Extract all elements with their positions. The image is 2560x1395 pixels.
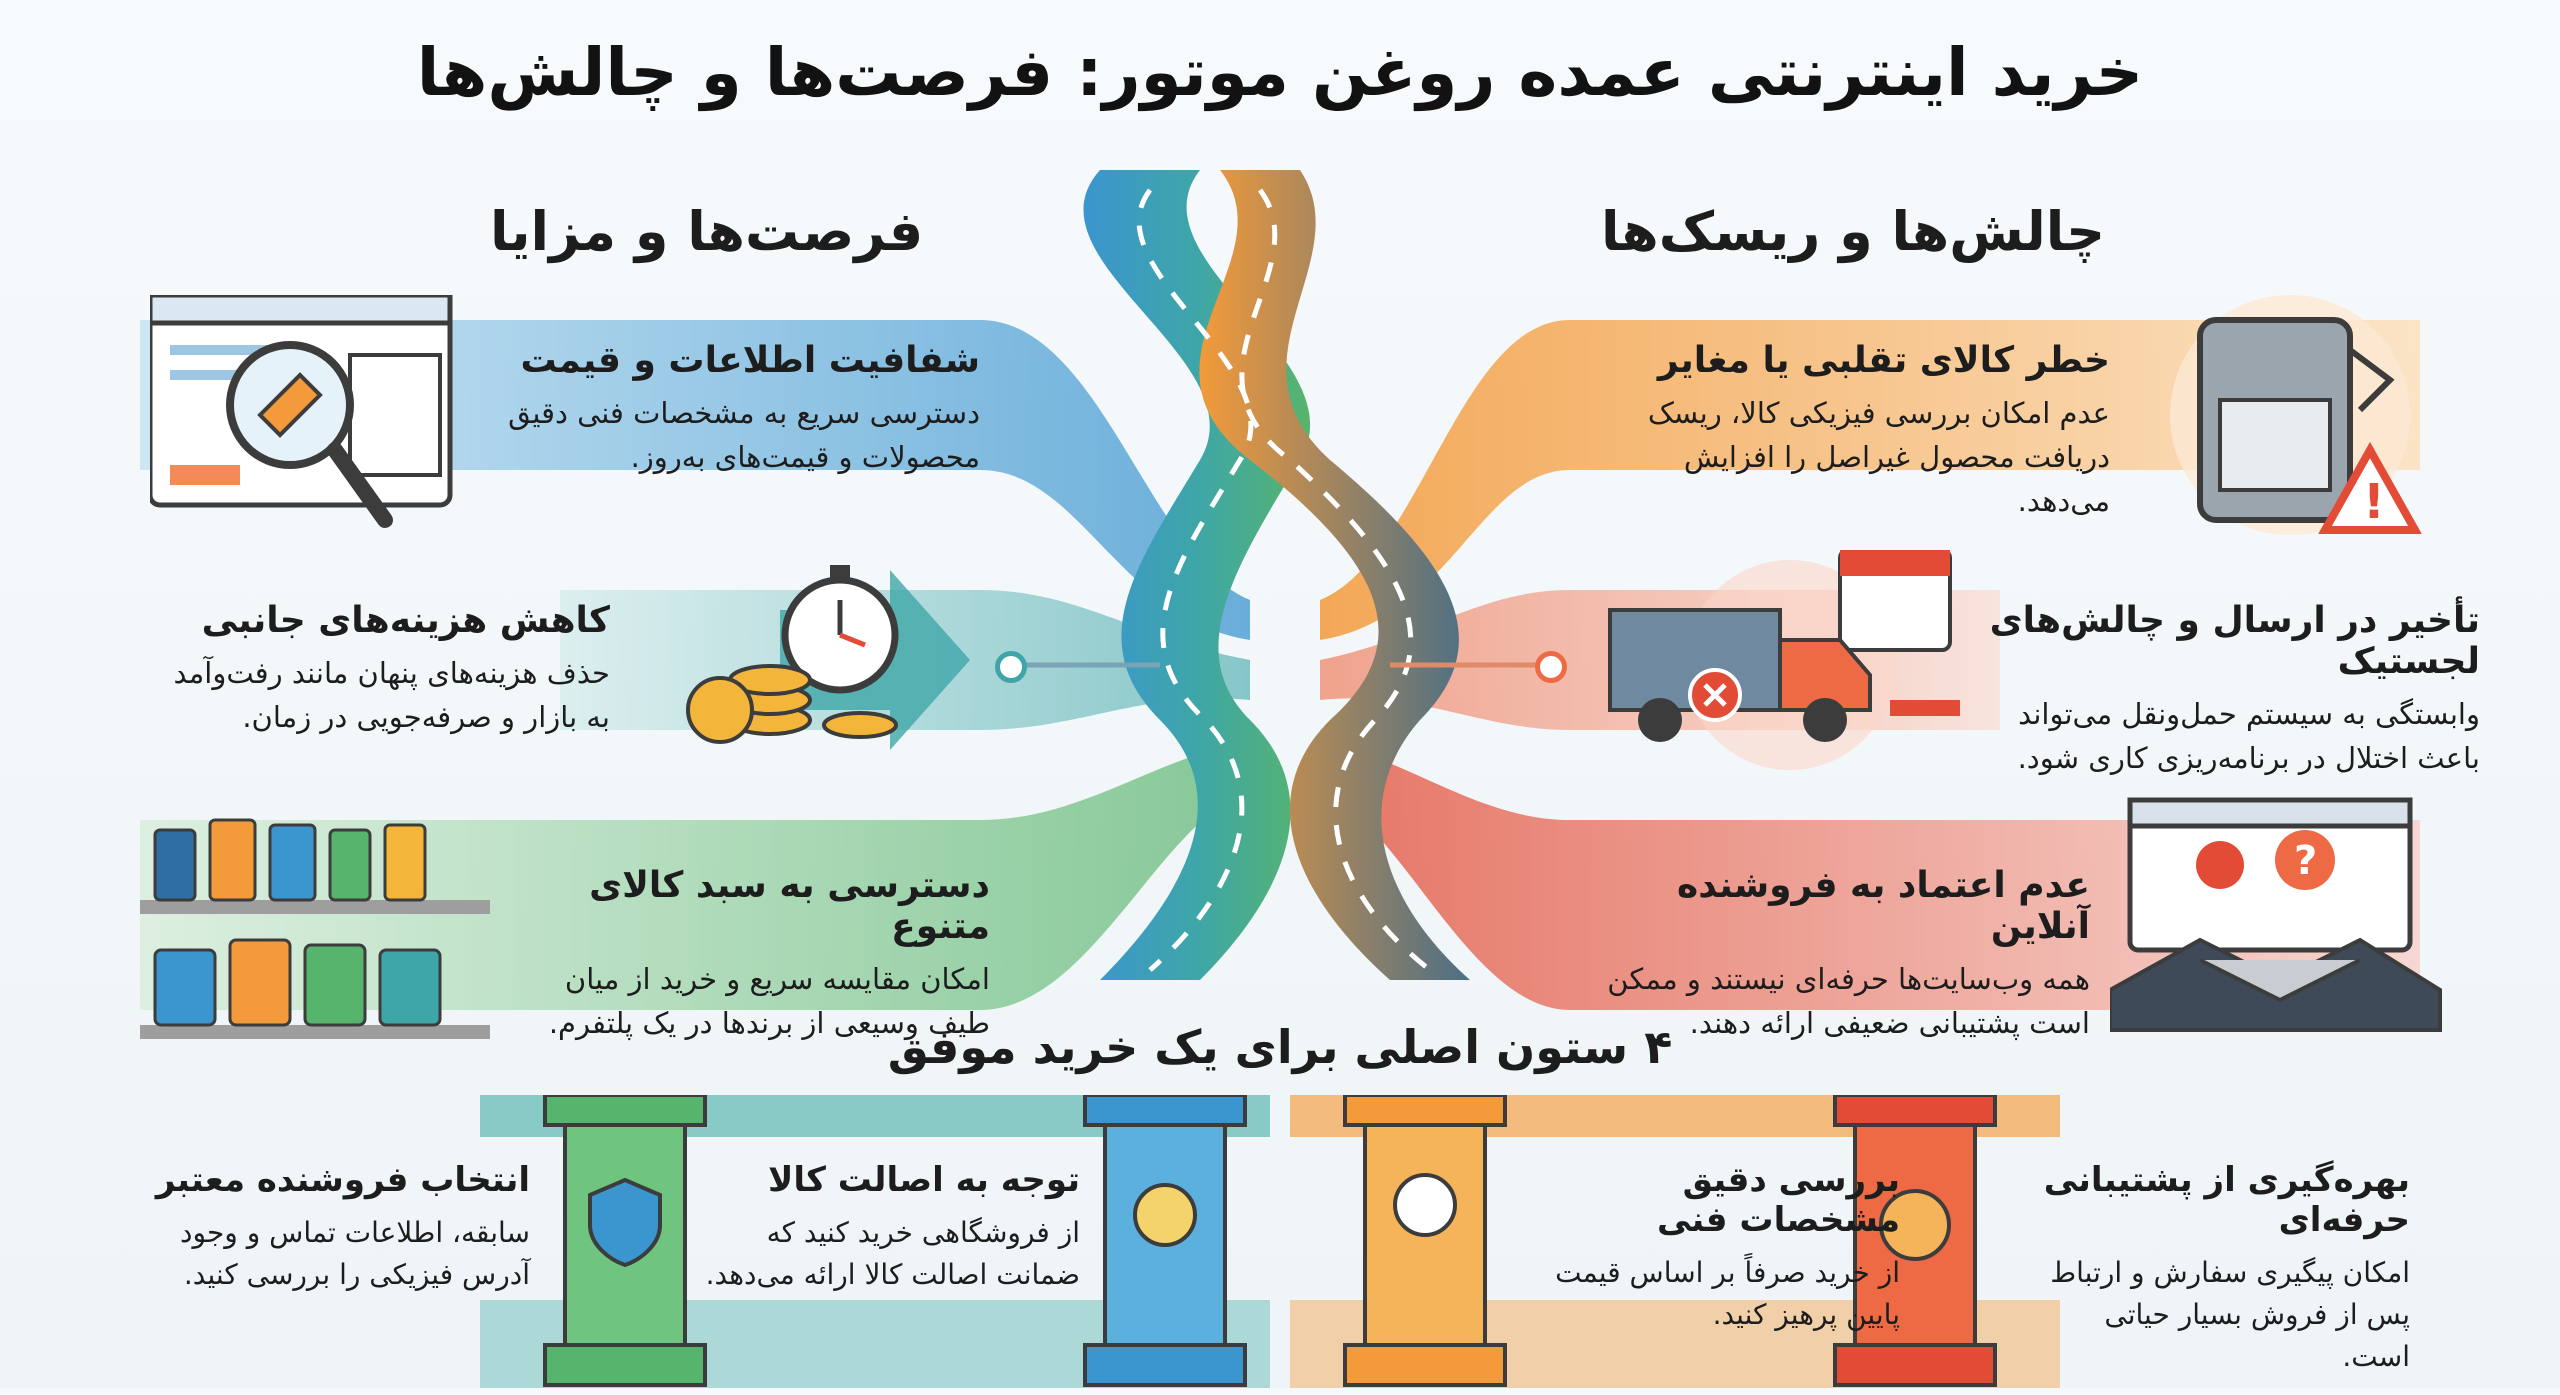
page-title: خرید اینترنتی عمده روغن موتور: فرصت‌ها و… — [416, 34, 2144, 111]
challenge-card-trust: عدم اعتماد به فروشنده آنلاین همه وب‌سایت… — [1590, 865, 2090, 1045]
pillar-title: بررسی دقیق مشخصات فنی — [1657, 1160, 1900, 1240]
oil-shelf-icon — [140, 818, 490, 1039]
pillar-card-specs: بررسی دقیق مشخصات فنی از خرید صرفاً بر ا… — [1520, 1160, 1900, 1336]
challenge-title: خطر کالای تقلبی یا مغایر — [1657, 340, 2110, 381]
magnifier-price-icon — [150, 295, 453, 528]
pillar-title: انتخاب فروشنده معتبر — [155, 1160, 530, 1200]
challenge-text: وابستگی به سیستم حمل‌ونقل می‌تواند باعث … — [2017, 697, 2480, 775]
opportunity-card-transparency: شفافیت اطلاعات و قیمت دسترسی سریع به مشخ… — [470, 340, 980, 479]
opportunity-title: شفافیت اطلاعات و قیمت — [520, 340, 980, 381]
handshake-trust-icon: ? — [2110, 797, 2442, 1032]
challenges-heading: چالش‌ها و ریسک‌ها — [1600, 200, 2105, 263]
pillars-heading: ۴ ستون اصلی برای یک خرید موفق — [887, 1020, 1673, 1074]
challenge-text: همه وب‌سایت‌ها حرفه‌ای نیستند و ممکن است… — [1607, 962, 2090, 1040]
pillar-green — [543, 1095, 707, 1387]
opportunity-title: دسترسی به سبد کالای متنوع — [589, 865, 990, 947]
pillar-card-seller: انتخاب فروشنده معتبر سابقه، اطلاعات تماس… — [150, 1160, 530, 1296]
challenge-text: عدم امکان بررسی فیزیکی کالا، ریسک دریافت… — [1647, 396, 2110, 518]
pillar-text: سابقه، اطلاعات تماس و وجود آدرس فیزیکی ر… — [180, 1216, 530, 1291]
challenge-card-delivery: تأخیر در ارسال و چالش‌های لجستیک وابستگی… — [1980, 600, 2480, 780]
counterfeit-oil-warning-icon: ! — [2170, 295, 2422, 535]
opportunity-card-variety: دسترسی به سبد کالای متنوع امکان مقایسه س… — [520, 865, 990, 1045]
pillar-text: از خرید صرفاً بر اساس قیمت پایین پرهیز ک… — [1555, 1256, 1900, 1331]
challenge-title: عدم اعتماد به فروشنده آنلاین — [1677, 865, 2090, 947]
pillar-title: بهره‌گیری از پشتیبانی حرفه‌ای — [2043, 1160, 2410, 1240]
opportunity-card-costs: کاهش هزینه‌های جانبی حذف هزینه‌های پنهان… — [150, 600, 610, 739]
connector-dot-left — [995, 651, 1027, 683]
opportunity-text: امکان مقایسه سریع و خرید از میان طیف وسی… — [548, 962, 990, 1040]
pillar-text: امکان پیگیری سفارش و ارتباط پس از فروش ب… — [2050, 1256, 2410, 1373]
road-right — [1199, 170, 1470, 980]
connector-dot-right — [1535, 651, 1567, 683]
road-lane-left — [1136, 188, 1254, 972]
pillar-text: از فروشگاهی خرید کنید که ضمانت اصالت کال… — [705, 1216, 1080, 1291]
road-lane-right — [1239, 188, 1432, 972]
pillar-card-authenticity: توجه به اصالت کالا از فروشگاهی خرید کنید… — [700, 1160, 1080, 1296]
pillar-orange — [1343, 1095, 1507, 1387]
opportunity-title: کاهش هزینه‌های جانبی — [201, 600, 610, 641]
truck-calendar-icon — [1608, 550, 1960, 770]
challenge-title: تأخیر در ارسال و چالش‌های لجستیک — [1989, 600, 2480, 682]
opportunity-text: حذف هزینه‌های پنهان مانند رفت‌وآمد به با… — [173, 656, 610, 734]
band-orange — [1320, 320, 2420, 640]
stopwatch-coins-icon — [686, 565, 970, 750]
opportunities-heading: فرصت‌ها و مزایا — [490, 200, 924, 263]
svg-text:!: ! — [2363, 474, 2385, 530]
band-green — [140, 740, 1250, 1010]
challenge-card-counterfeit: خطر کالای تقلبی یا مغایر عدم امکان بررسی… — [1590, 340, 2110, 523]
pillar-title: توجه به اصالت کالا — [768, 1160, 1080, 1200]
svg-text:?: ? — [2294, 838, 2317, 884]
pillar-red — [1833, 1095, 1997, 1387]
pillar-card-support: بهره‌گیری از پشتیبانی حرفه‌ای امکان پیگی… — [2030, 1160, 2410, 1378]
pillar-blue — [1083, 1095, 1247, 1387]
opportunity-text: دسترسی سریع به مشخصات فنی دقیق محصولات و… — [508, 396, 980, 474]
